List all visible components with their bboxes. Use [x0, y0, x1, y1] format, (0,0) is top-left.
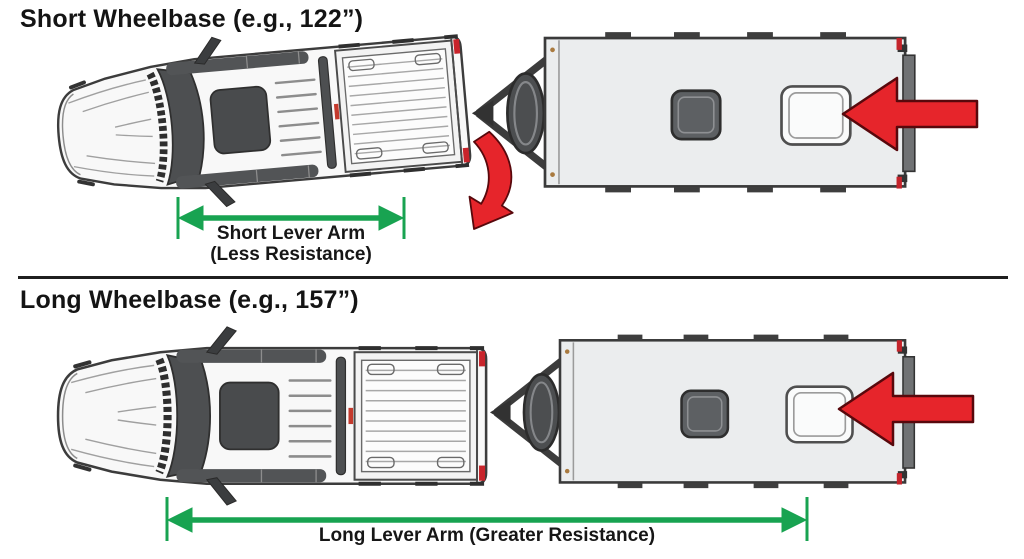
- short-lever-arm-dimension: [176, 197, 406, 239]
- long-wheelbase-scene: [58, 327, 975, 541]
- pickup-truck-long-wheelbase: [58, 327, 486, 505]
- sway-arrow-icon: [468, 130, 514, 230]
- short-lever-arm-label: Short Lever Arm: [216, 223, 366, 244]
- long-lever-arm-label: Long Lever Arm (Greater Resistance): [318, 525, 656, 546]
- long-wheelbase-title: Long Wheelbase (e.g., 157”): [20, 286, 359, 314]
- panel-divider: [18, 276, 1008, 279]
- short-lever-arm-sublabel: (Less Resistance): [210, 244, 372, 265]
- short-wheelbase-scene: [51, 16, 979, 239]
- short-wheelbase-title: Short Wheelbase (e.g., 122”): [20, 5, 364, 33]
- long-lever-arm-dimension: [165, 497, 809, 541]
- pickup-truck-short-wheelbase: [51, 16, 472, 221]
